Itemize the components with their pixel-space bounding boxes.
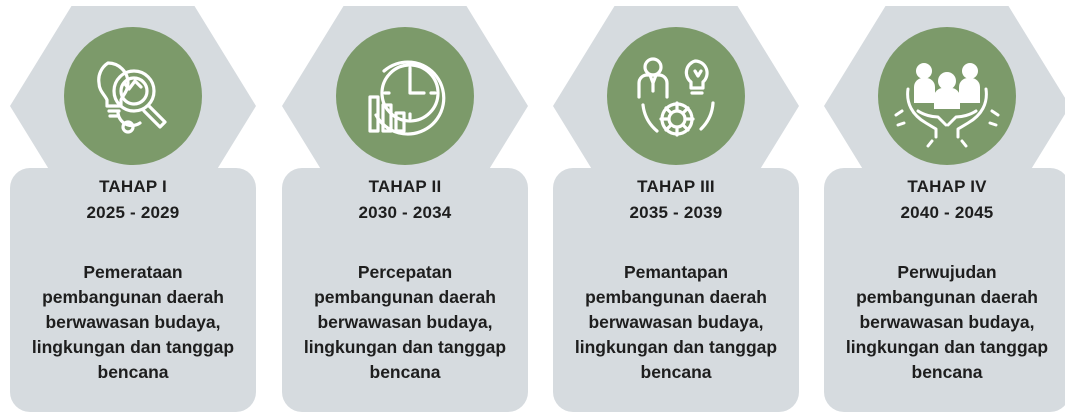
- stage-card-3: TAHAP III 2035 - 2039 Pemantapan pembang…: [553, 0, 799, 412]
- description-line: pembangunan daerah: [314, 287, 496, 307]
- description-line: bencana: [97, 362, 169, 382]
- description-line: bencana: [911, 362, 983, 382]
- stage-card-4: TAHAP IV 2040 - 2045 Perwujudan pembangu…: [824, 0, 1065, 412]
- stage-years: 2025 - 2029: [86, 203, 180, 222]
- stage-panel: [553, 168, 799, 412]
- description-line: Pemantapan: [623, 262, 729, 282]
- description-line: Pemerataan: [83, 262, 183, 282]
- stage-icon-circle: [607, 27, 745, 165]
- stage-panel: [282, 168, 528, 412]
- stage-years: 2035 - 2039: [629, 203, 723, 222]
- stage-icon-circle: [336, 27, 474, 165]
- description-line: Perwujudan: [897, 262, 997, 282]
- description-line: lingkungan dan tanggap: [31, 337, 235, 357]
- stage-panel: [10, 168, 256, 412]
- stage-description: Percepatan pembangunan daerah berwawasan…: [286, 260, 524, 385]
- description-line: berwawasan budaya,: [588, 312, 764, 332]
- stage-description: Pemerataan pembangunan daerah berwawasan…: [14, 260, 252, 385]
- stage-title: TAHAP III: [637, 177, 715, 196]
- description-line: berwawasan budaya,: [317, 312, 493, 332]
- person-idea-gear-icon: [637, 57, 715, 137]
- stage-years: 2040 - 2045: [900, 203, 994, 222]
- stage-card-1: TAHAP I 2025 - 2029 Pemerataan pembangun…: [10, 0, 256, 412]
- stage-description: Perwujudan pembangunan daerah berwawasan…: [828, 260, 1065, 385]
- description-line: lingkungan dan tanggap: [574, 337, 778, 357]
- stage-title: TAHAP II: [368, 177, 442, 196]
- description-line: lingkungan dan tanggap: [303, 337, 507, 357]
- description-line: pembangunan daerah: [585, 287, 767, 307]
- stage-panel: [824, 168, 1065, 412]
- stage-icon-circle: [64, 27, 202, 165]
- description-line: pembangunan daerah: [856, 287, 1038, 307]
- stage-title: TAHAP I: [99, 177, 167, 196]
- innovation-icon: [97, 61, 167, 134]
- description-line: lingkungan dan tanggap: [845, 337, 1049, 357]
- description-line: bencana: [369, 362, 441, 382]
- stage-icon-circle: [878, 27, 1016, 165]
- description-line: Percepatan: [357, 262, 453, 282]
- description-line: bencana: [640, 362, 712, 382]
- community-hands-icon: [894, 63, 1000, 148]
- clock-growth-icon: [368, 60, 446, 136]
- description-line: berwawasan budaya,: [859, 312, 1035, 332]
- stage-title: TAHAP IV: [907, 177, 987, 196]
- stage-description: Pemantapan pembangunan daerah berwawasan…: [557, 260, 795, 385]
- stage-years: 2030 - 2034: [358, 203, 452, 222]
- description-line: pembangunan daerah: [42, 287, 224, 307]
- description-line: berwawasan budaya,: [45, 312, 221, 332]
- stage-card-2: TAHAP II 2030 - 2034 Percepatan pembangu…: [282, 0, 528, 412]
